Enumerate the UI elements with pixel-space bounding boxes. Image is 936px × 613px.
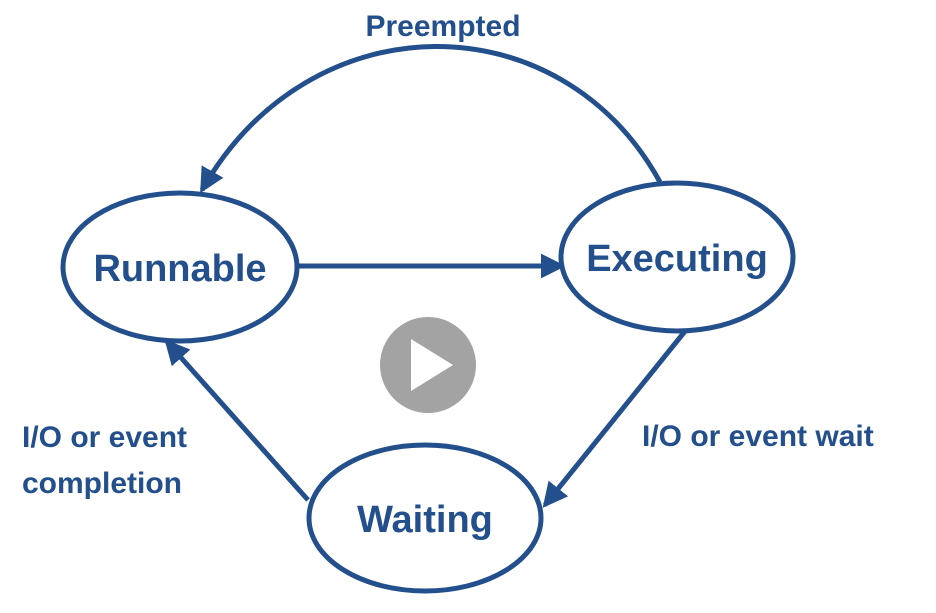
state-runnable: Runnable <box>60 190 300 344</box>
play-button[interactable] <box>380 317 476 413</box>
io-wait-arrow <box>542 328 688 508</box>
state-executing: Executing <box>558 180 796 334</box>
io-wait-label: I/O or event wait <box>642 420 874 453</box>
state-executing-label: Executing <box>586 238 768 280</box>
preempted-label: Preempted <box>365 10 520 43</box>
state-executing-ellipse <box>558 180 796 334</box>
state-waiting-label: Waiting <box>357 499 493 541</box>
state-waiting: Waiting <box>306 442 544 594</box>
preempted-arrow <box>199 44 663 194</box>
io-completion-arrow <box>164 339 310 502</box>
state-runnable-label: Runnable <box>93 248 266 290</box>
play-icon[interactable] <box>411 339 453 391</box>
io-completion-label-line1: I/O or event <box>22 421 187 454</box>
io-completion-label-line2: completion <box>22 467 182 500</box>
state-waiting-ellipse <box>306 442 544 594</box>
state-runnable-ellipse <box>60 190 300 344</box>
